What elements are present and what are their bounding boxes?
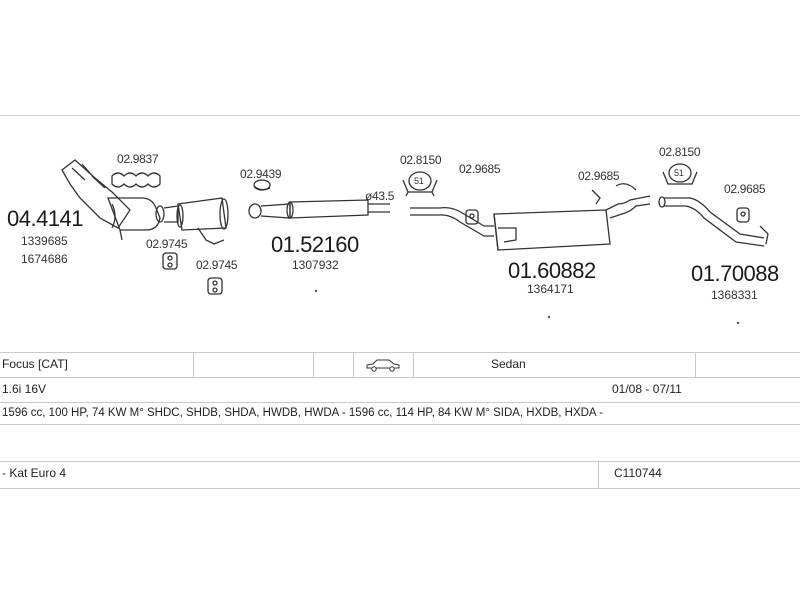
hanger-drawing xyxy=(162,252,223,295)
vehicle-period: 01/08 - 07/11 xyxy=(612,382,682,396)
clamp-size: 51 xyxy=(414,176,424,186)
vehicle-body: Sedan xyxy=(491,357,526,371)
part-ref: 1368331 xyxy=(711,288,758,302)
vehicle-emission: - Kat Euro 4 xyxy=(2,466,67,480)
divider xyxy=(193,353,194,378)
front-pipe-drawing xyxy=(248,179,390,219)
accessory-label: 02.8150 xyxy=(659,145,701,159)
accessory-label: 02.8150 xyxy=(400,153,442,167)
table-row: 1.6i 16V 01/08 - 07/11 xyxy=(0,377,800,403)
exhaust-drawing xyxy=(61,159,769,325)
rubber-hanger-drawing xyxy=(465,183,750,225)
table-row: 1596 cc, 100 HP, 74 KW M° SHDC, SHDB, SH… xyxy=(0,402,800,425)
vehicle-specs: 1596 cc, 100 HP, 74 KW M° SHDC, SHDB, SH… xyxy=(2,407,603,419)
pipe-diameter: ø43.5 xyxy=(365,189,395,203)
sedan-car-icon xyxy=(366,359,400,372)
accessory-label: 02.9685 xyxy=(724,182,766,196)
divider xyxy=(353,353,354,378)
vehicle-engine: 1.6i 16V xyxy=(2,382,47,396)
accessory-label: 02.9745 xyxy=(146,237,188,251)
clamp-size: 51 xyxy=(674,168,684,178)
part-number: 04.4141 xyxy=(7,206,84,231)
catalytic-converter-drawing xyxy=(61,159,229,245)
divider xyxy=(598,462,599,488)
accessory-label: 02.9685 xyxy=(578,169,620,183)
part-number: 01.60882 xyxy=(508,258,596,283)
part-ref: 1307932 xyxy=(292,258,339,272)
divider xyxy=(413,353,414,378)
part-ref: 1674686 xyxy=(21,252,68,266)
divider xyxy=(313,353,314,378)
clamp-drawing-rear xyxy=(662,163,698,185)
part-number: 01.52160 xyxy=(271,232,359,257)
part-number: 01.70088 xyxy=(691,261,779,286)
divider xyxy=(695,353,696,378)
exhaust-diagram: 02.9837 04.4141 1339685 1674686 02.9745 … xyxy=(0,118,800,353)
table-row xyxy=(0,424,800,462)
vehicle-model: Focus [CAT] xyxy=(2,357,68,371)
clamp-drawing xyxy=(402,171,438,197)
accessory-label: 02.9439 xyxy=(240,167,282,181)
tail-pipe-drawing xyxy=(658,196,769,247)
part-ref: 1364171 xyxy=(527,282,574,296)
accessory-label: 02.9837 xyxy=(117,152,159,166)
middle-silencer-drawing xyxy=(410,195,651,251)
top-divider xyxy=(0,115,800,116)
accessory-label: 02.9685 xyxy=(459,162,501,176)
part-ref: 1339685 xyxy=(21,234,68,248)
accessory-label: 02.9745 xyxy=(196,258,238,272)
vehicle-code: C110744 xyxy=(614,466,662,480)
gasket-drawing xyxy=(111,172,161,188)
table-row: - Kat Euro 4 C110744 xyxy=(0,461,800,489)
table-row: Focus [CAT] Sedan xyxy=(0,352,800,378)
